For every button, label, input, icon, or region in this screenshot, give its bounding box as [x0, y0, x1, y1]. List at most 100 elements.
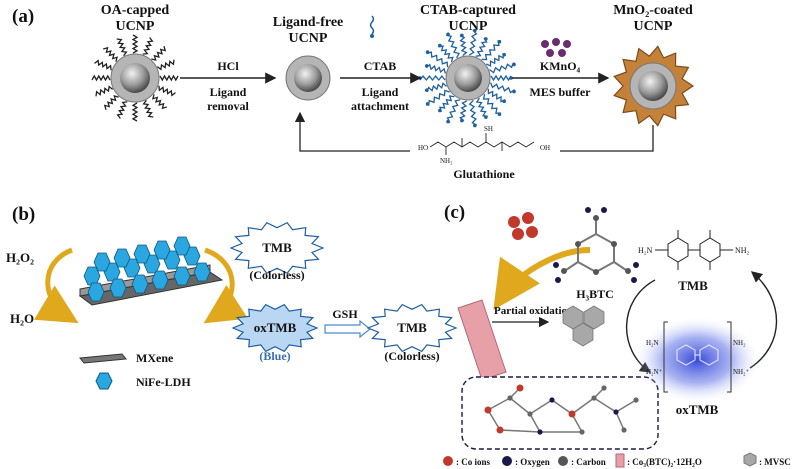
oxtmb-label: oxTMB — [254, 320, 297, 335]
oxtmb-nh2-left: H₂N — [646, 339, 659, 347]
mof-atom — [591, 395, 597, 401]
ctab-head — [512, 89, 516, 94]
ctab-head — [484, 115, 488, 119]
oxtmb-blue-glow — [635, 318, 759, 402]
mof-bond — [509, 397, 531, 415]
legend-rod-icon — [615, 453, 625, 468]
ligand-chain — [142, 99, 154, 118]
mof-bond — [551, 399, 573, 415]
ligand-chain — [151, 94, 167, 110]
ligand-chain — [482, 93, 501, 114]
mxene-sheet-icon — [79, 353, 127, 364]
ligand-chain — [95, 85, 114, 97]
ldh-hexagon — [153, 240, 171, 260]
ligand-chain — [438, 45, 454, 63]
ctab-head — [438, 108, 442, 113]
step2-line3: attachment — [351, 99, 409, 113]
ligand-chain — [446, 34, 460, 59]
mof-bond — [615, 411, 625, 431]
oxtmb-nh2-right: NH₂ — [733, 339, 746, 347]
oxtmb-brackets — [663, 321, 732, 393]
ldh-hexagon — [151, 270, 169, 290]
co-btc-rod-icon — [457, 299, 507, 381]
tmb-burst-right — [366, 303, 458, 353]
oxtmb-burst — [231, 303, 319, 353]
mof-atom — [537, 429, 543, 435]
gsh-ho-left: HO — [418, 144, 428, 152]
mno2-coated-ucnp-icon — [613, 45, 695, 127]
partial-oxidation-label: Partial oxidation — [494, 305, 573, 317]
ligand-chain — [489, 82, 515, 94]
mxene-ldh-composite — [78, 236, 224, 306]
ligand-chain — [426, 51, 449, 68]
ldh-hexagon — [173, 266, 191, 286]
stage2-line1: Ligand-free — [273, 15, 344, 30]
ligand-chain — [428, 89, 450, 106]
co-ions-icon — [508, 212, 538, 240]
mvsc-hexagons-icon — [562, 305, 605, 347]
ldh-hexagon — [133, 244, 151, 264]
step3-reagent: KMnO₄ — [540, 59, 581, 73]
ctab-head — [425, 102, 430, 106]
ligand-free-ucnp-icon — [285, 55, 331, 101]
mof-bond — [487, 397, 511, 411]
colorless2-label: (Colorless) — [384, 349, 439, 363]
h2o2-to-h2o-arrow — [33, 247, 79, 324]
ctab-head — [509, 76, 513, 80]
legend-carbon-icon — [558, 456, 568, 466]
synthesis-arrow — [493, 247, 591, 310]
stage2-line2: UCNP — [289, 31, 328, 46]
mof-bond — [593, 397, 617, 413]
mof-network-icon — [484, 384, 639, 435]
mof-bond — [571, 397, 595, 415]
ligand-chain — [158, 85, 176, 97]
step2-line2: Ligand — [362, 85, 399, 99]
ldh-hexagon — [87, 282, 105, 302]
mof-atom — [621, 427, 627, 433]
oxtmb-nh2plus-right: NH₂⁺ — [733, 368, 750, 376]
mof-atom — [568, 410, 576, 418]
ligand-chain — [439, 95, 455, 112]
ligand-chain — [475, 97, 488, 117]
panel-b-label: (b) — [12, 204, 35, 225]
oxtmb-nh2plus-left: H₂N⁺ — [646, 368, 663, 376]
ligand-chain — [426, 82, 447, 93]
stage4-line2: UCNP — [634, 19, 673, 34]
ldh-label: NiFe-LDH — [136, 375, 191, 389]
glutathione-structure-icon — [429, 133, 535, 155]
legend-mvsc-label: : MVSC — [759, 457, 791, 467]
ctab-captured-ucnp-icon — [418, 28, 516, 128]
gsh-oh-right: OH — [540, 144, 550, 152]
ctab-head — [460, 118, 464, 123]
mof-atom — [527, 411, 533, 417]
ctab-head — [425, 50, 430, 54]
ctab-head — [497, 112, 502, 117]
ctab-head — [512, 62, 516, 67]
ldh-hexagon — [109, 278, 127, 298]
mof-atom — [496, 426, 504, 434]
ligand-chain — [489, 62, 515, 74]
ldh-hexagon — [93, 252, 111, 272]
kmno4-particles-icon — [541, 38, 571, 57]
oxtmb-molecule-icon — [676, 344, 719, 366]
mof-atom — [507, 395, 513, 401]
ligand-chain — [116, 101, 128, 119]
h3btc-label: H₃BTC — [576, 287, 614, 301]
ctab-head — [497, 39, 502, 44]
ldh-hexagon — [113, 248, 131, 268]
ligand-chain — [487, 88, 506, 103]
stage1-line1: OA-capped — [101, 3, 170, 18]
ligand-chain — [103, 94, 119, 110]
tmb-burst-top — [229, 221, 325, 275]
ldh-hexagon-icon — [95, 372, 113, 390]
colorless1-label: (Colorless) — [249, 268, 304, 282]
gsh-nh2: NH₂ — [440, 157, 453, 165]
ligand-chain — [131, 102, 139, 122]
ctab-head — [424, 64, 429, 68]
h2o2-label: H₂O₂ — [6, 250, 34, 265]
step1-reagent: HCl — [217, 59, 239, 73]
stage4-line1: MnO₂-coated — [613, 3, 693, 18]
mof-atom — [549, 397, 555, 403]
panel-c: (c) H₃BTC Partial oxidation — [443, 202, 791, 468]
oxtmb-label: oxTMB — [676, 402, 719, 417]
